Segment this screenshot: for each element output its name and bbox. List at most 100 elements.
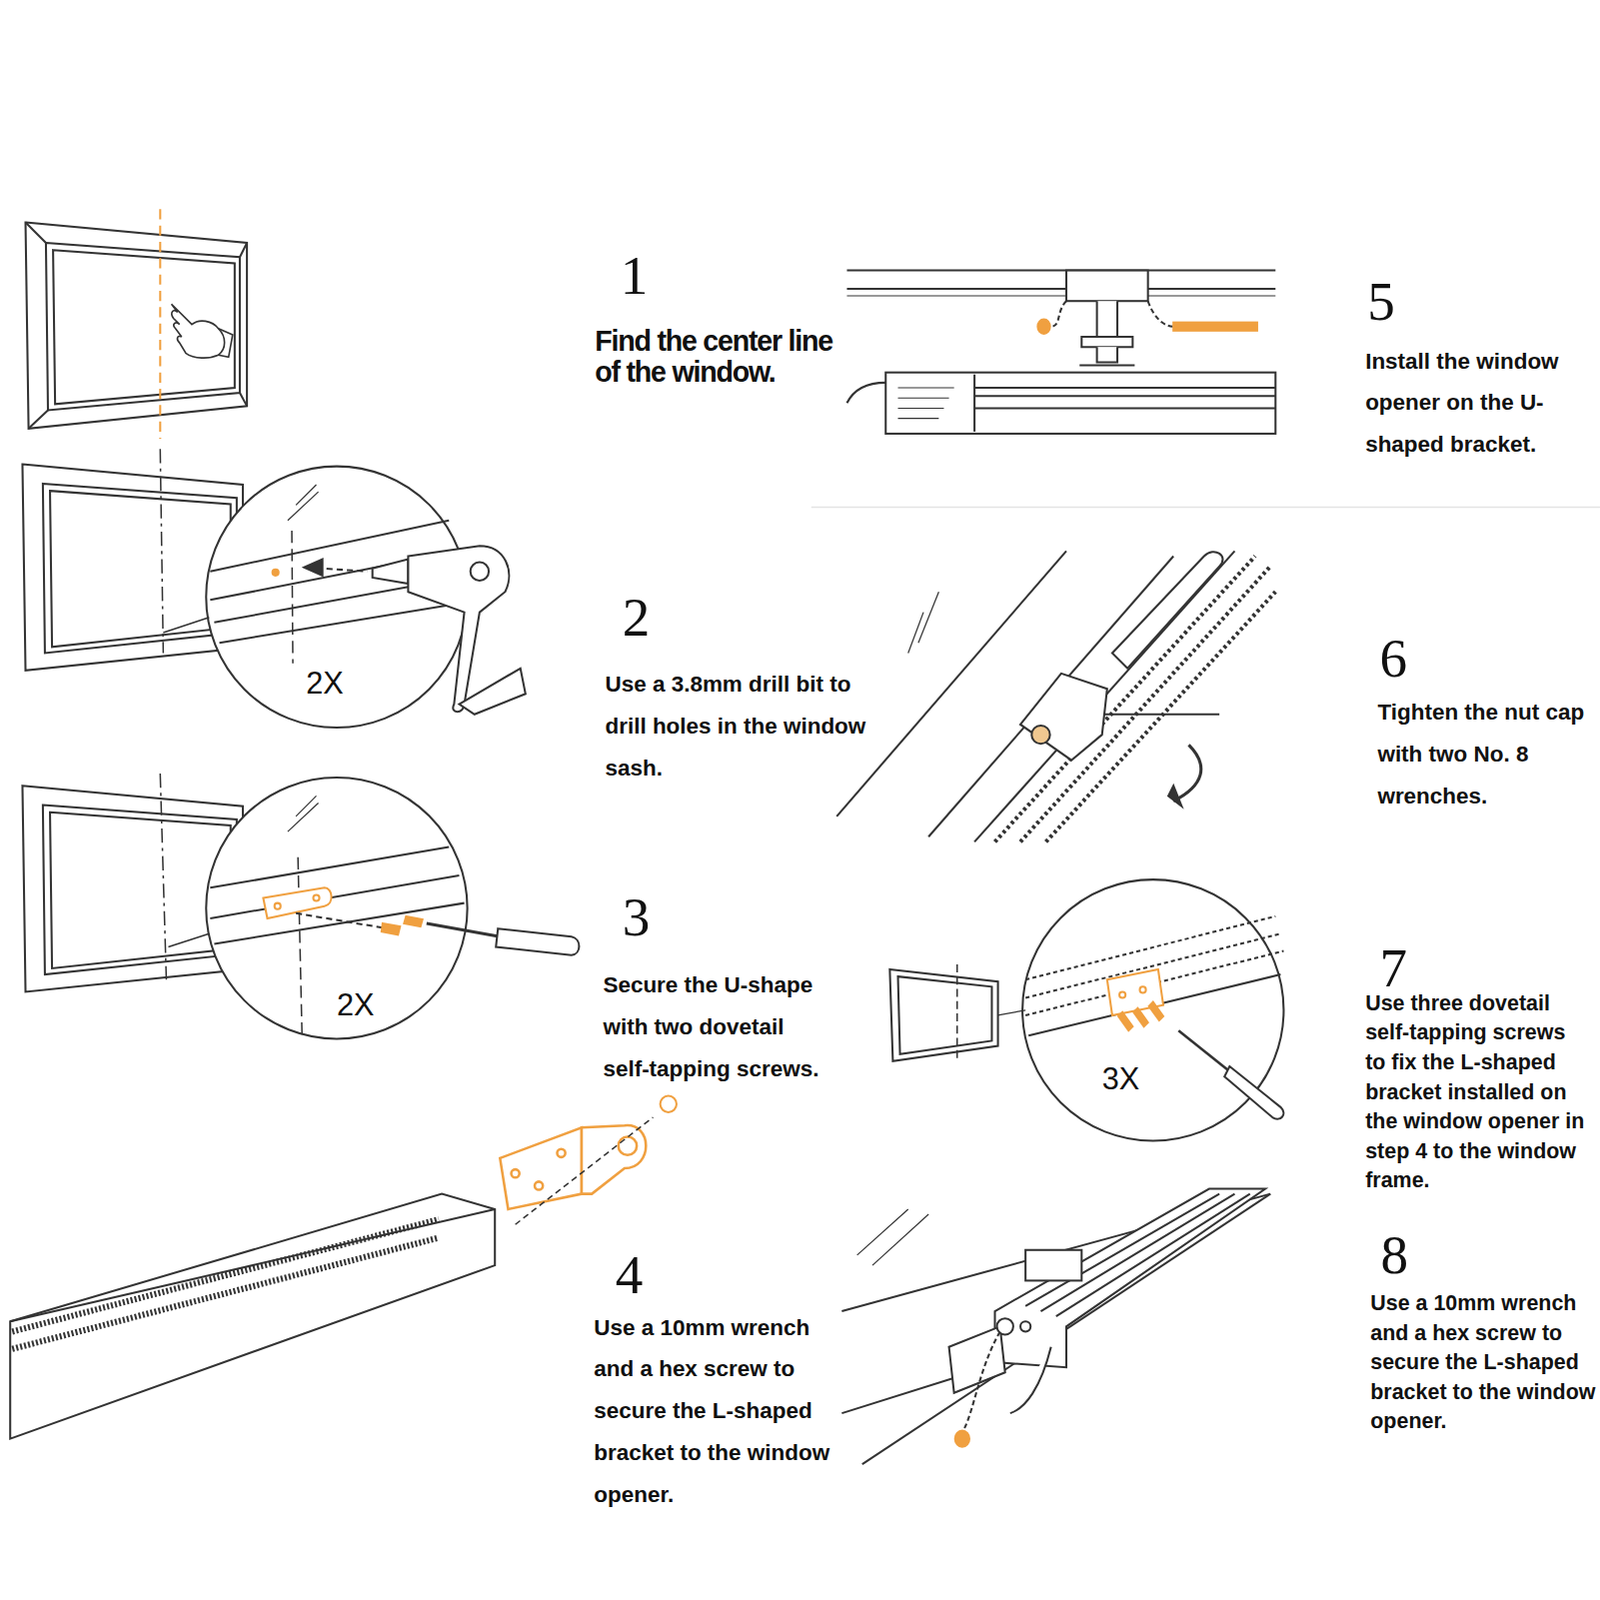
chain-arm [1112, 551, 1224, 669]
window-opener [898, 417, 940, 419]
window-opener [898, 407, 945, 409]
window-frame-diagonal [872, 1214, 929, 1266]
l-bracket [618, 1136, 637, 1155]
detail-circle [167, 933, 209, 947]
screwdriver [426, 923, 501, 937]
detail-circle [998, 879, 1285, 1141]
center-line [159, 448, 163, 653]
window-frame [49, 490, 231, 647]
window-frame-diagonal [1020, 566, 1271, 843]
window-opener-rail [9, 1194, 495, 1440]
center-line [158, 208, 161, 439]
hex-screw [955, 1331, 1001, 1447]
hex-screw [515, 1096, 677, 1226]
screws [295, 913, 388, 929]
screws [1149, 1002, 1164, 1021]
l-bracket [556, 1149, 565, 1158]
l-bracket [949, 1318, 1032, 1394]
window-frame [239, 392, 247, 406]
window-frame-diagonal [995, 555, 1256, 842]
screwdriver [495, 928, 579, 956]
rotation-arrow [1168, 744, 1202, 806]
hex-screw [964, 1331, 1001, 1429]
detail-circle [219, 601, 468, 643]
pins [1051, 300, 1067, 327]
window-opener [898, 397, 950, 399]
window-frame-diagonal [918, 591, 939, 643]
step-number: 8 [1380, 1227, 1442, 1283]
window-frame-rail [846, 270, 1276, 297]
l-bracket [581, 1125, 646, 1195]
u-bracket [1066, 270, 1149, 302]
center-line [159, 448, 163, 653]
hex-screw [660, 1096, 677, 1113]
u-bracket [1079, 364, 1135, 367]
detail-circle [272, 569, 279, 576]
step-number: 4 [615, 1247, 677, 1303]
window-frame-rail [846, 287, 1276, 290]
window-frame [28, 409, 48, 428]
drill-arrow [303, 559, 322, 576]
repeat-count: 2X [336, 989, 398, 1021]
l-bracket [1140, 986, 1147, 993]
screwdriver [1178, 1030, 1284, 1119]
detail-circle [162, 617, 209, 633]
step-instruction: Secure the U-shape with two dovetail sel… [602, 964, 830, 1091]
window-opener [846, 372, 1276, 434]
step-number: 6 [1379, 630, 1441, 686]
window-frame-diagonal [836, 550, 1276, 842]
detail-circle [998, 1010, 1027, 1016]
window-frame-diagonal [928, 555, 1174, 837]
window-opener [1025, 1250, 1082, 1282]
repeat-count: 2X [305, 668, 367, 700]
detail-circle [287, 491, 319, 521]
pins [1173, 322, 1258, 331]
bracket-nut [1020, 673, 1108, 761]
window-frame-diagonal [974, 550, 1235, 842]
detail-circle [297, 857, 302, 1037]
u-bracket [312, 894, 319, 901]
step-instruction: Use a 10mm wrench and a hex screw to sec… [1370, 1288, 1598, 1437]
hex-screw [955, 1430, 970, 1447]
center-line [159, 773, 166, 980]
step-number: 5 [1367, 273, 1429, 329]
screws [1133, 1008, 1148, 1027]
window-opener [995, 1189, 1267, 1369]
center-line [159, 773, 166, 980]
hex-screw [515, 1117, 654, 1225]
detail-circle [295, 795, 316, 816]
window-frame-rail [846, 269, 1276, 272]
pins [1037, 319, 1050, 334]
power-drill [372, 559, 409, 585]
window-frame-diagonal [908, 612, 924, 654]
step-instruction: Use three dovetail self-tapping screws t… [1365, 987, 1589, 1195]
screws [1118, 1012, 1133, 1031]
window-frame-diagonal [857, 1209, 909, 1256]
u-bracket [274, 903, 281, 910]
step-number: 3 [622, 889, 684, 945]
u-bracket [1081, 336, 1133, 347]
separator-line [811, 506, 1600, 509]
window-frame [45, 242, 240, 410]
screws [381, 923, 400, 935]
pointing-hand [171, 303, 225, 358]
detail-circle [291, 530, 293, 664]
rotation-arrow [1173, 744, 1202, 801]
l-bracket [1119, 991, 1126, 998]
u-bracket [1097, 346, 1118, 362]
l-bracket [499, 1125, 646, 1210]
screwdriver [1178, 1030, 1230, 1072]
window-opener [974, 386, 1276, 389]
detail-circle [205, 777, 467, 1039]
power-drill [458, 668, 525, 715]
l-bracket [1020, 1321, 1031, 1332]
window-frame [25, 222, 248, 429]
pointing-hand [218, 328, 233, 358]
screws [1118, 1002, 1164, 1032]
detail-circle [295, 484, 316, 505]
power-drill [372, 545, 526, 714]
step-number: 2 [622, 589, 684, 645]
l-bracket [511, 1169, 520, 1178]
screws [295, 913, 423, 935]
detail-circle [209, 875, 459, 919]
